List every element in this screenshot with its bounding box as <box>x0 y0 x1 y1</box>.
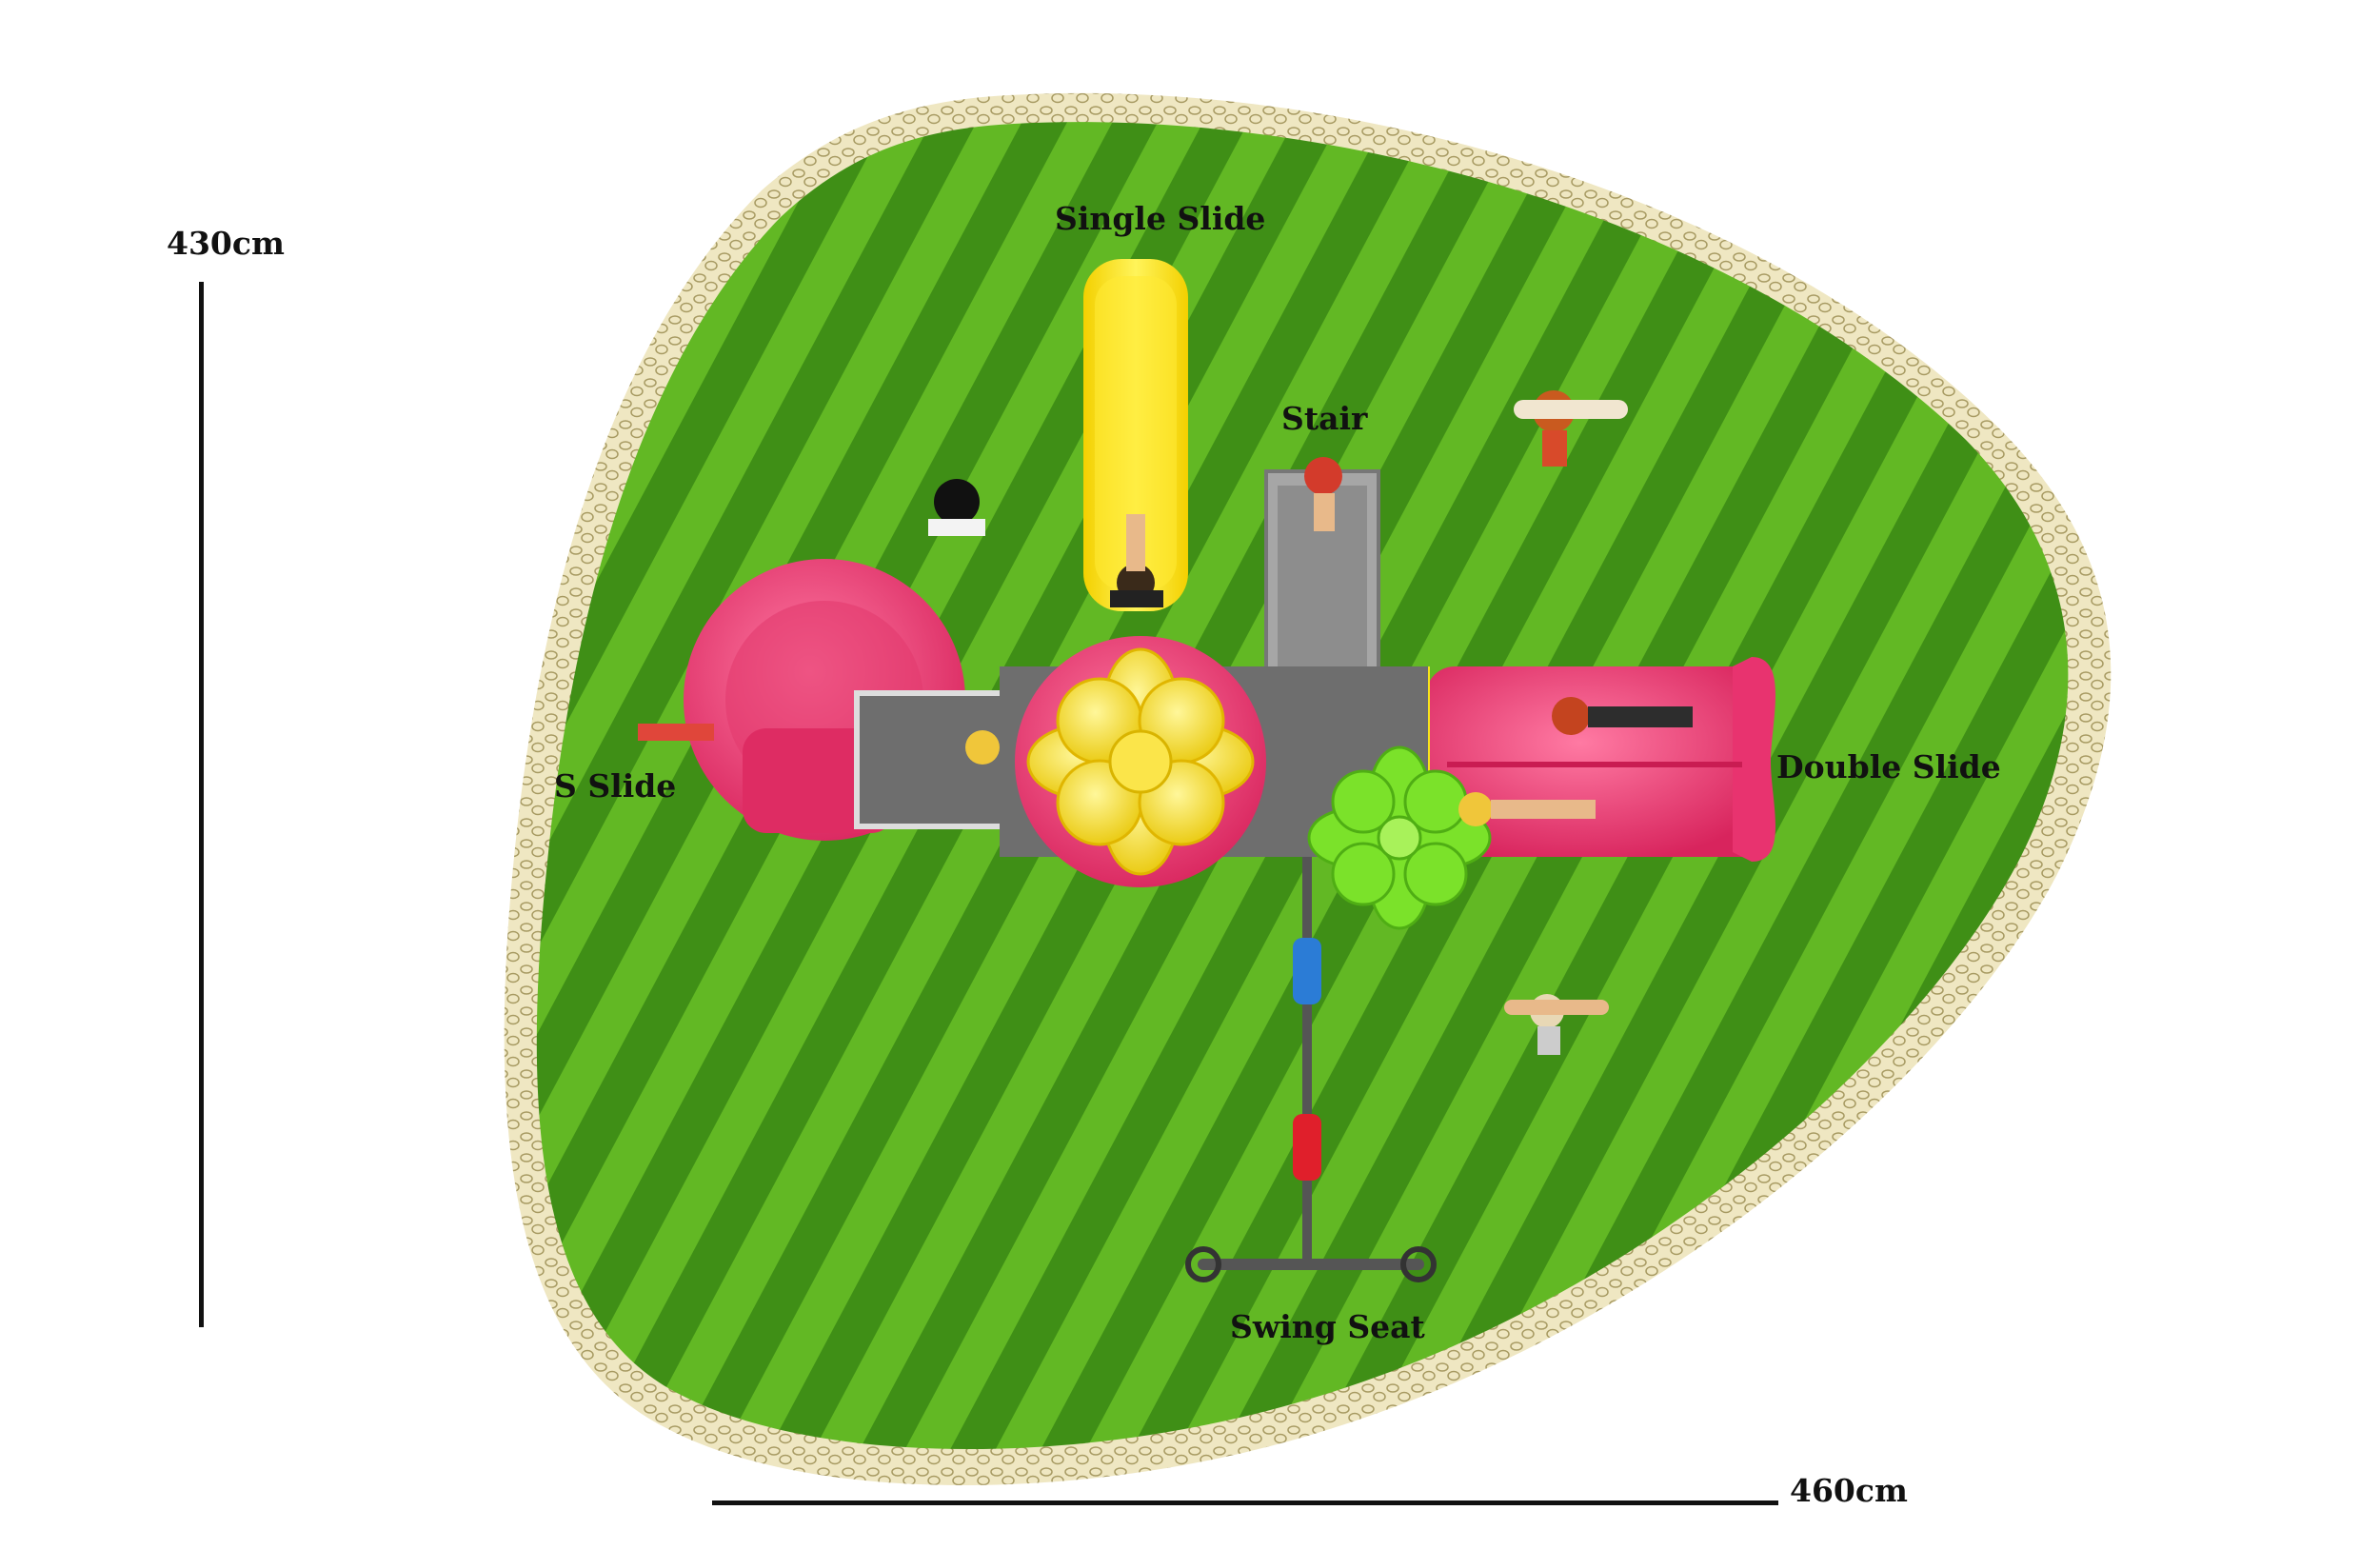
child-bottom-right <box>1504 994 1609 1055</box>
height-label: 430cm <box>167 225 285 262</box>
double-slide-label: Double Slide <box>1776 748 2001 785</box>
pumpkin-roof <box>1015 636 1266 887</box>
flower-roof <box>1307 745 1492 930</box>
stair-label: Stair <box>1281 400 1368 437</box>
child-top-left <box>928 479 985 536</box>
s-slide-label: S Slide <box>554 767 677 805</box>
swing-seat-label: Swing Seat <box>1230 1308 1425 1345</box>
width-label: 460cm <box>1790 1472 1908 1509</box>
swing-seat <box>1185 849 1437 1282</box>
child-top-right <box>1514 390 1628 467</box>
child-figures <box>638 390 1693 1055</box>
child-on-stair <box>1304 457 1342 531</box>
single-slide-label: Single Slide <box>1055 200 1266 237</box>
height-dimension-line <box>199 282 204 1327</box>
single-slide <box>1083 259 1188 611</box>
width-dimension-line <box>712 1500 1778 1505</box>
child-on-double-slide <box>1458 697 1693 826</box>
child-on-single-slide <box>1110 514 1163 607</box>
child-on-s-slide <box>638 724 1000 765</box>
